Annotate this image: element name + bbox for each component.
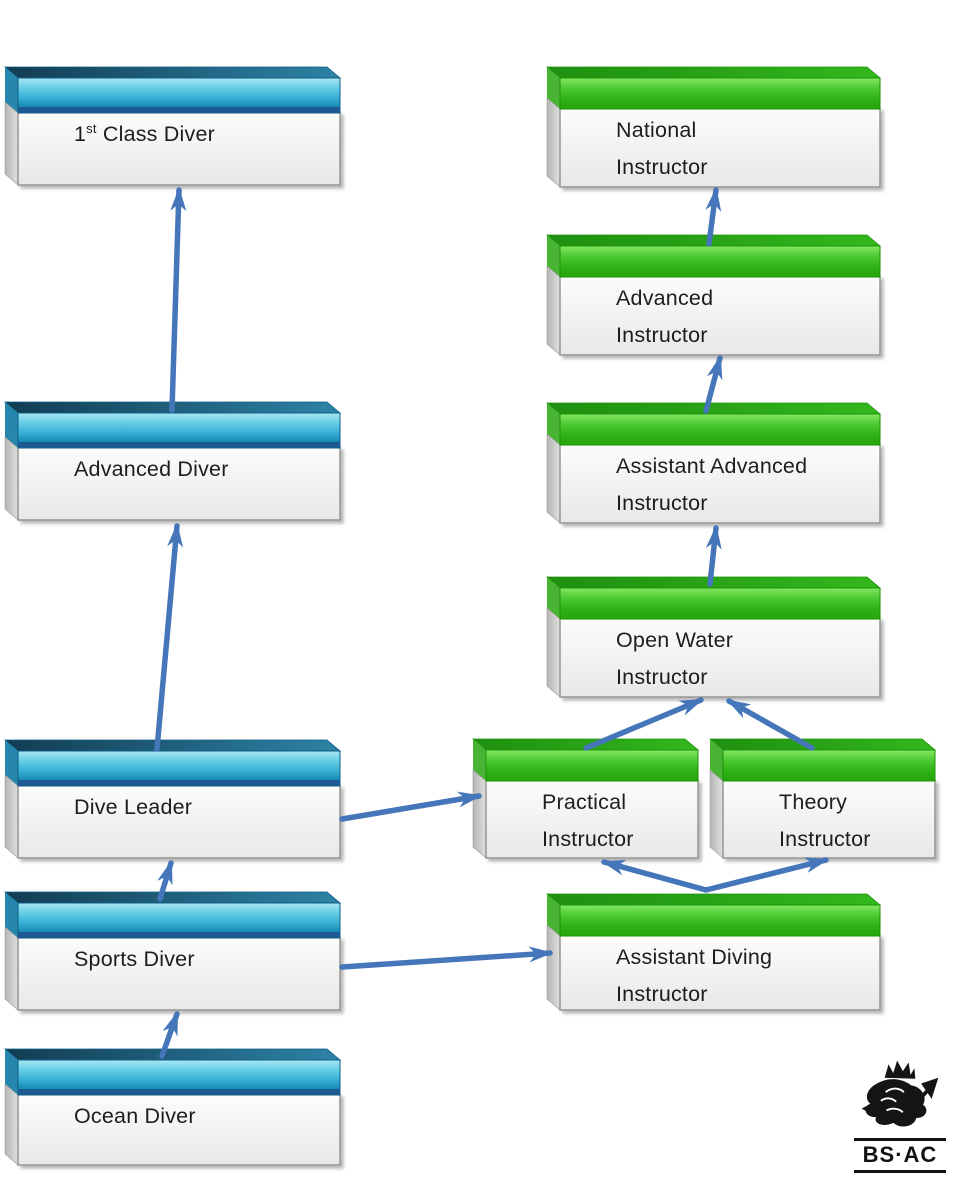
arrow-advanced-instructor-to-national-instructor	[705, 187, 722, 247]
arrow-ocean-diver-to-sports-diver	[159, 1011, 180, 1059]
node-first-class-diver	[3, 66, 342, 186]
arrow-assistant-diving-instructor-to-practical-instructor	[601, 859, 709, 893]
arrow-assistant-advanced-instructor-to-advanced-instructor	[703, 355, 723, 414]
arrow-sports-diver-to-dive-leader	[157, 860, 174, 902]
node-theory-instructor	[708, 738, 937, 859]
node-ocean-diver	[3, 1048, 342, 1166]
arrow-advanced-diver-to-first-class-diver	[169, 187, 187, 413]
arrow-assistant-diving-instructor-to-theory-instructor	[703, 857, 829, 893]
node-assistant-advanced-instructor	[545, 402, 882, 524]
node-advanced-diver	[3, 401, 342, 521]
arrow-theory-instructor-to-open-water-instructor	[726, 698, 815, 751]
arrow-practical-instructor-to-open-water-instructor	[583, 697, 704, 751]
node-sports-diver	[3, 891, 342, 1011]
flow-arrows	[154, 187, 829, 1059]
arrow-sports-diver-to-assistant-diving-instructor	[339, 946, 553, 970]
node-assistant-diving-instructor	[545, 893, 882, 1011]
bsac-logo-text: BS·AC	[854, 1138, 946, 1173]
bsac-logo: BS·AC	[850, 1058, 950, 1173]
node-open-water-instructor	[545, 576, 882, 698]
arrow-dive-leader-to-advanced-diver	[154, 523, 184, 752]
arrow-dive-leader-to-practical-instructor	[339, 791, 482, 822]
node-dive-leader	[3, 739, 342, 859]
arrow-open-water-instructor-to-assistant-advanced-instructor	[705, 525, 722, 587]
node-advanced-instructor	[545, 234, 882, 356]
node-practical-instructor	[471, 738, 700, 859]
neptune-icon	[861, 1060, 939, 1127]
diagram-nodes	[3, 66, 937, 1166]
node-national-instructor	[545, 66, 882, 188]
